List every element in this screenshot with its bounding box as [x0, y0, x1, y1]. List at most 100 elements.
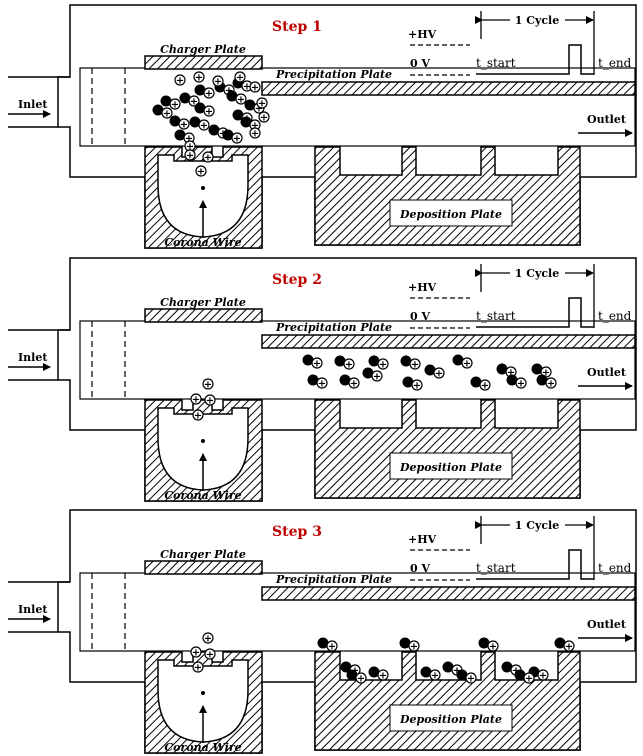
positive-ion [429, 669, 441, 681]
zero-volt-label: 0 V [410, 310, 430, 323]
positive-ion [343, 358, 355, 370]
charged-particle: + [514, 669, 535, 685]
dust-particle [470, 376, 482, 388]
free-ion: + [193, 71, 205, 84]
dust-particle [362, 367, 374, 379]
hv-label: +HV [408, 281, 437, 294]
particles: ++++++++++++++++++++++++++++ [152, 71, 270, 178]
dust-particle [194, 102, 206, 114]
t-end-label: t_end [598, 309, 632, 323]
charged-particle: + [400, 355, 421, 371]
plus-sign: + [206, 396, 214, 407]
hv-label: +HV [408, 28, 437, 41]
plus-sign: + [512, 666, 520, 677]
free-ion: + [202, 151, 214, 164]
plus-sign: + [204, 634, 212, 645]
positive-ion [204, 648, 216, 660]
charged-particle: + [399, 637, 420, 653]
charged-particle: + [194, 102, 215, 118]
free-ion: + [190, 646, 202, 659]
free-ion: + [258, 111, 270, 124]
positive-ion [249, 81, 261, 93]
charged-particle: + [442, 661, 463, 677]
dust-particle [240, 116, 252, 128]
charged-particle: + [240, 116, 261, 132]
plus-sign: + [410, 642, 418, 653]
charger-plate-label: Charger Plate [160, 43, 246, 56]
dust-particle [226, 90, 238, 102]
step-label: Step 3 [272, 524, 322, 540]
positive-ion [537, 669, 549, 681]
voltage-pulse [476, 44, 594, 75]
step-label: Step 2 [272, 272, 322, 288]
charger-plate [144, 55, 263, 70]
dust-particle [501, 661, 513, 673]
plus-sign: + [255, 104, 263, 115]
charged-particle: + [174, 129, 195, 145]
positive-ion [192, 661, 204, 673]
corona-wire-dot [201, 691, 205, 695]
zero-volt-label: 0 V [410, 57, 430, 70]
plus-sign: + [171, 100, 179, 111]
plus-sign: + [258, 99, 266, 110]
dust-particle [189, 116, 201, 128]
positive-ion [188, 95, 200, 107]
dust-particle [339, 374, 351, 386]
charged-particle: + [424, 364, 445, 380]
positive-ion [169, 98, 181, 110]
t-end-label: t_end [598, 561, 632, 575]
inlet-label: Inlet [18, 603, 48, 616]
positive-ion [523, 672, 535, 684]
charged-particle: + [452, 354, 473, 370]
dust-particle [368, 355, 380, 367]
precipitation-plate [261, 586, 636, 601]
positive-ion [348, 377, 360, 389]
plus-sign: + [180, 120, 188, 131]
charged-particle: + [368, 666, 389, 682]
plus-sign: + [163, 109, 171, 120]
flow-channel [79, 320, 636, 400]
t-start-label: t_start [476, 561, 516, 575]
deposition-plate-label: Deposition Plate [399, 208, 502, 221]
charged-particle: + [160, 95, 181, 111]
positive-ion [256, 97, 268, 109]
positive-ion [193, 71, 205, 83]
positive-ion [487, 640, 499, 652]
plus-sign: + [413, 381, 421, 392]
positive-ion [316, 377, 328, 389]
positive-ion [192, 409, 204, 421]
cycle-label: 1 Cycle [515, 519, 560, 532]
plus-sign: + [251, 121, 259, 132]
positive-ion [204, 394, 216, 406]
free-ion: + [204, 648, 216, 661]
plus-sign: + [206, 650, 214, 661]
plus-sign: + [357, 674, 365, 685]
precipitation-plate-label: Precipitation Plate [275, 573, 392, 586]
plus-sign: + [542, 368, 550, 379]
free-ion: + [249, 81, 261, 94]
positive-ion [355, 672, 367, 684]
corona-wire-label: Corona Wire [164, 489, 241, 502]
positive-ion [408, 640, 420, 652]
dust-particle [194, 84, 206, 96]
charged-particle: + [496, 363, 517, 379]
plus-sign: + [214, 77, 222, 88]
positive-ion [212, 75, 224, 87]
charged-particle: + [226, 90, 247, 106]
positive-ion [174, 74, 186, 86]
charged-particle: + [334, 355, 355, 371]
flow-channel [79, 572, 636, 652]
plus-sign: + [539, 671, 547, 682]
positive-ion [563, 640, 575, 652]
charged-particle: + [189, 116, 210, 132]
plus-sign: + [507, 368, 515, 379]
plus-sign: + [547, 379, 555, 390]
plus-sign: + [194, 663, 202, 674]
dust-particle [334, 355, 346, 367]
deposition-label-box [389, 452, 513, 480]
corona-wire-dot [201, 186, 205, 190]
inlet-label: Inlet [18, 98, 48, 111]
free-ion: + [184, 149, 196, 162]
positive-ion [311, 357, 323, 369]
